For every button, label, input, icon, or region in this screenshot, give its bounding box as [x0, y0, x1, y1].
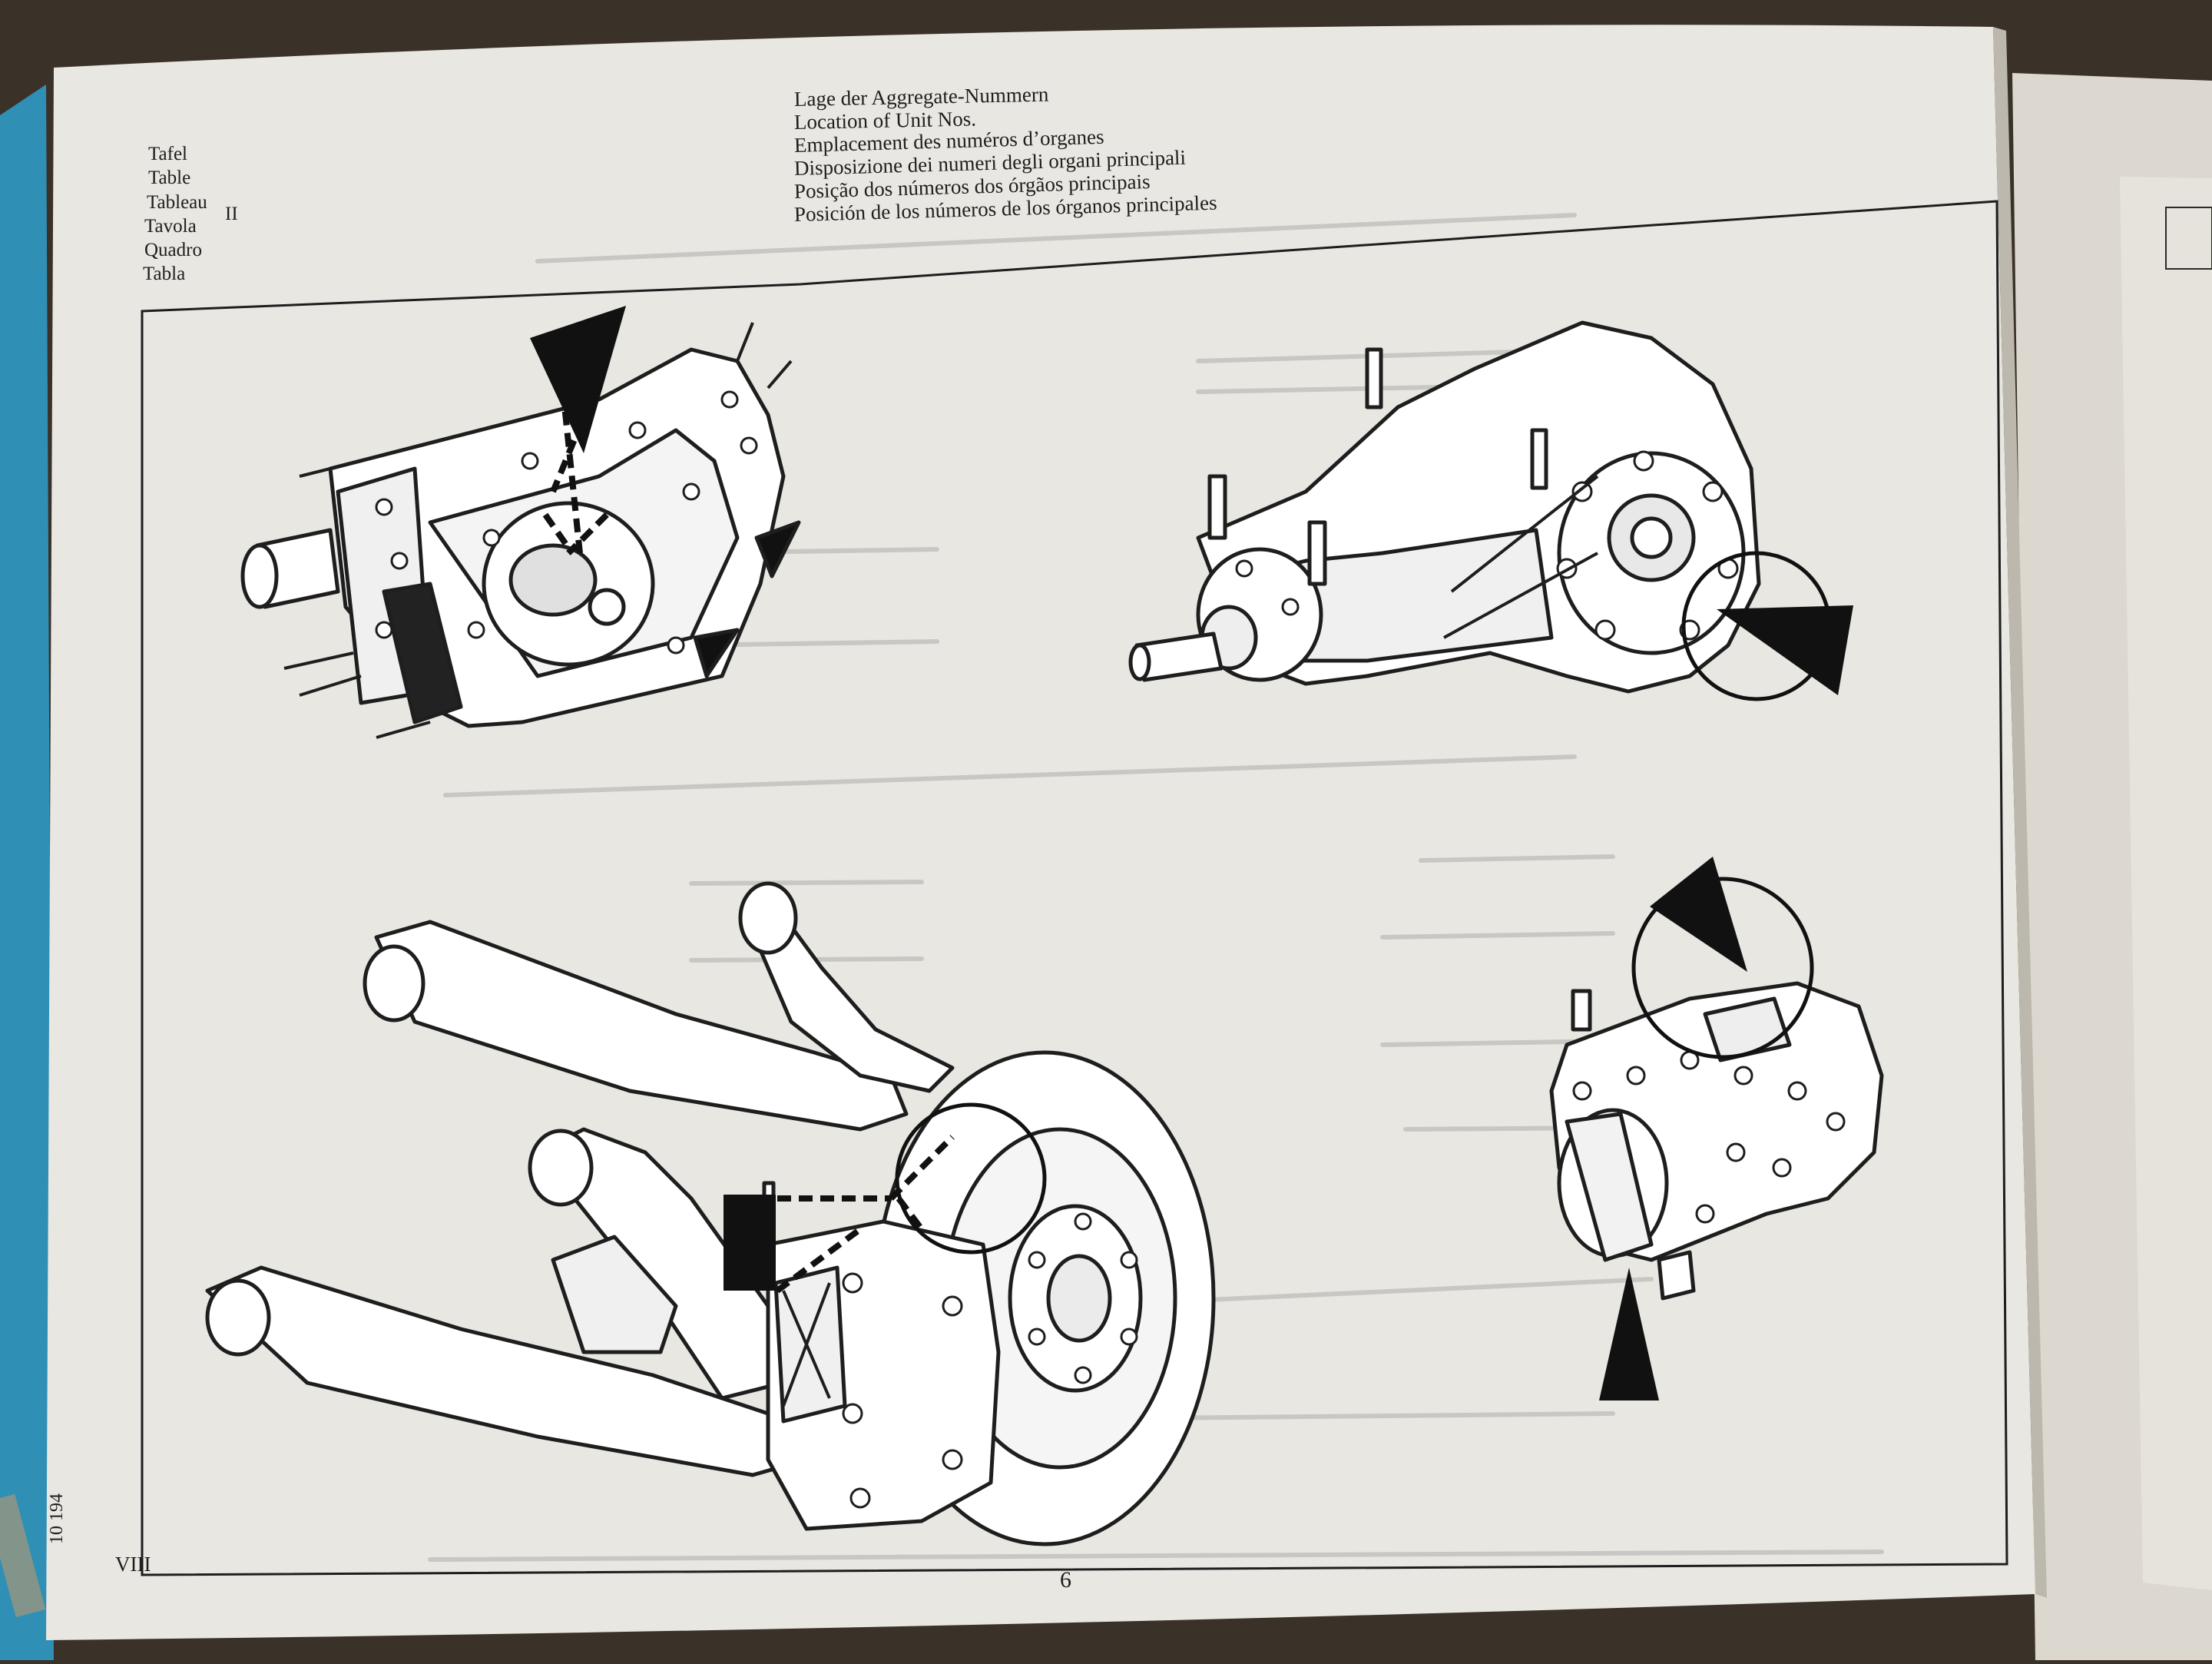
- blue-binder-cover: [0, 85, 54, 1660]
- figure-frame: [141, 200, 2008, 1576]
- table-label-fr: Tableau: [147, 192, 207, 213]
- footer-left-code: VIII: [115, 1553, 151, 1576]
- transmission-marker-arrow: [530, 306, 626, 453]
- finger-shadow: [0, 1493, 46, 1618]
- table-label-de: Tafel: [148, 144, 187, 164]
- table-label-es: Tabla: [143, 264, 186, 284]
- front-axle-marker-box: [724, 1195, 776, 1291]
- front-axle-figure: [205, 881, 1216, 1546]
- rear-axle-figure: [1128, 320, 1761, 694]
- right-page-box: [2165, 207, 2212, 270]
- right-page: [2120, 177, 2212, 1590]
- steering-marker-arrow-bottom: [1599, 1268, 1659, 1400]
- front-axle-marker-lines: [775, 1135, 955, 1294]
- table-label-it: Tavola: [144, 216, 197, 237]
- front-axle-marker-circle: [895, 1102, 1047, 1255]
- rear-axle-marker-arrow: [1717, 605, 1853, 695]
- page-number: 6: [1060, 1567, 1071, 1593]
- steering-marker-circle: [1631, 877, 1814, 1059]
- doc-number: 10 194: [47, 1493, 67, 1544]
- steering-marker-arrow-top: [1650, 857, 1747, 972]
- transmission-marker-lines: [542, 360, 610, 555]
- table-label-en: Table: [148, 167, 191, 188]
- title-de: Lage der Aggregate-Nummern: [793, 82, 1049, 111]
- steering-gear-figure: [1549, 981, 1884, 1301]
- table-roman-numeral: II: [225, 204, 238, 224]
- page-edge: [1993, 27, 2047, 1598]
- transmission-figure: [240, 322, 801, 739]
- table-label-pt: Quadro: [144, 240, 202, 260]
